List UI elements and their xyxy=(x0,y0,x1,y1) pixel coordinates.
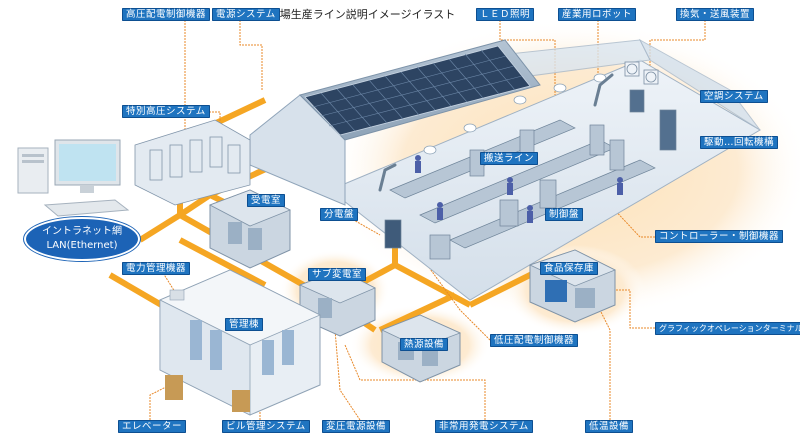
diagram-caption: ▼工場生産ライン説明イメージイラスト xyxy=(258,6,455,22)
label-air-conditioning: 空調システム xyxy=(700,90,768,103)
label-conveyor-line: 搬送ライン xyxy=(480,152,539,165)
robot-arm xyxy=(378,73,614,192)
label-substation: 受電室 xyxy=(247,194,286,207)
label-ventilation: 換気・送風装置 xyxy=(676,8,755,21)
label-industrial-robot: 産業用ロボット xyxy=(558,8,637,21)
label-graphic-terminal: グラフィックオペレーションターミナル xyxy=(655,322,800,335)
label-food-storage: 食品保存庫 xyxy=(540,262,599,275)
label-distribution-panel: 分電盤 xyxy=(320,208,359,221)
lan-label-line1: イントラネット網 xyxy=(42,226,122,237)
label-control-panel: 制御盤 xyxy=(545,208,584,221)
workers xyxy=(415,155,623,223)
label-emergency-generator: 非常用発電システム xyxy=(435,420,533,433)
solar-panels xyxy=(304,45,531,136)
label-high-voltage-panel: 高圧配電制御機器 xyxy=(122,8,211,21)
label-led-lighting: ＬＥＤ照明 xyxy=(476,8,535,21)
label-management-building: 管理棟 xyxy=(225,318,264,331)
label-heat-source: 熱源設備 xyxy=(400,338,449,351)
lan-label-line2: LAN(Ethernet) xyxy=(46,240,118,251)
label-controller: コントローラー・制御機器 xyxy=(655,230,784,243)
label-special-high-voltage: 特別高圧システム xyxy=(122,105,210,118)
high-voltage-equipment xyxy=(134,119,251,206)
label-sub-substation: サブ変電室 xyxy=(308,268,367,281)
label-low-voltage-panel: 低圧配電制御機器 xyxy=(490,334,579,347)
label-transformer: 変圧電源設備 xyxy=(322,420,391,433)
label-drive-rotation: 駆動…回転機構 xyxy=(700,136,779,149)
label-elevator: エレベーター xyxy=(118,420,187,433)
main-factory xyxy=(249,38,761,301)
label-cold-storage: 低温設備 xyxy=(585,420,634,433)
intranet-lan-node: イントラネット網 LAN(Ethernet) xyxy=(26,219,138,259)
led-lamps xyxy=(423,73,607,155)
label-bms: ビル管理システム xyxy=(222,420,310,433)
label-power-management: 電力管理機器 xyxy=(122,262,191,275)
computer xyxy=(17,139,130,217)
caption-text: 工場生産ライン説明イメージイラスト xyxy=(268,8,456,21)
ventilation-fans xyxy=(624,61,659,85)
substation-box xyxy=(209,189,291,269)
management-building xyxy=(159,269,321,416)
label-power-system: 電源システム xyxy=(212,8,280,21)
